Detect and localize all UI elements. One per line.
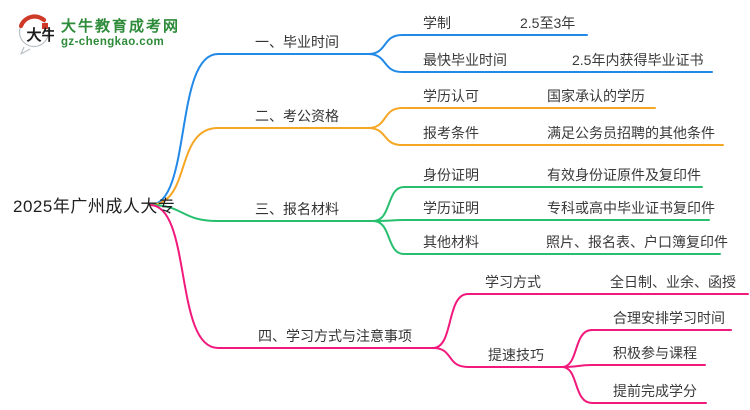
node-label[interactable]: 提速技巧 xyxy=(488,347,544,363)
site-url[interactable]: gz-chengkao.com xyxy=(61,36,165,49)
node-value[interactable]: 满足公务员招聘的其他条件 xyxy=(547,125,715,141)
node-value[interactable]: 积极参与课程 xyxy=(613,345,697,361)
branch-3-lines xyxy=(149,186,721,255)
node-value[interactable]: 合理安排学习时间 xyxy=(613,310,725,326)
logo-red-crescent xyxy=(18,14,47,29)
node-value[interactable]: 国家承认的学历 xyxy=(547,88,645,104)
node-value[interactable]: 照片、报名表、户口簿复印件 xyxy=(546,234,728,250)
node-value[interactable]: 提前完成学分 xyxy=(613,383,697,399)
site-name: 大牛教育成考网 xyxy=(61,17,181,35)
node-value[interactable]: 有效身份证原件及复印件 xyxy=(547,167,701,183)
node-value[interactable]: 2.5年内获得毕业证书 xyxy=(572,52,704,68)
node-label[interactable]: 学制 xyxy=(423,15,451,31)
logo-characters: 大牛 xyxy=(27,26,55,44)
branch-4-label[interactable]: 四、学习方式与注意事项 xyxy=(258,328,412,344)
branch-4-lines xyxy=(149,204,749,404)
bull-logo-icon: 大牛 xyxy=(18,14,55,55)
root-topic[interactable]: 2025年广州成人大专 xyxy=(13,197,176,216)
node-value[interactable]: 2.5至3年 xyxy=(520,15,576,31)
branch-1-lines xyxy=(149,34,713,206)
branch-2-lines xyxy=(149,107,724,206)
branch-3-label[interactable]: 三、报名材料 xyxy=(255,201,339,217)
node-label[interactable]: 报考条件 xyxy=(423,125,479,141)
node-value[interactable]: 专科或高中毕业证书复印件 xyxy=(547,200,715,216)
branch-2-label[interactable]: 二、考公资格 xyxy=(255,108,339,124)
node-label[interactable]: 身份证明 xyxy=(423,167,479,183)
node-value[interactable]: 全日制、业余、函授 xyxy=(610,274,736,290)
node-label[interactable]: 其他材料 xyxy=(423,234,479,250)
node-label[interactable]: 最快毕业时间 xyxy=(423,52,507,68)
node-label[interactable]: 学历证明 xyxy=(423,200,479,216)
node-label[interactable]: 学习方式 xyxy=(485,274,541,290)
site-logo[interactable]: 大牛 大牛教育成考网 gz-chengkao.com xyxy=(16,12,180,56)
node-label[interactable]: 学历认可 xyxy=(423,88,479,104)
logo-seal xyxy=(42,23,48,29)
branch-1-label[interactable]: 一、毕业时间 xyxy=(255,34,339,50)
